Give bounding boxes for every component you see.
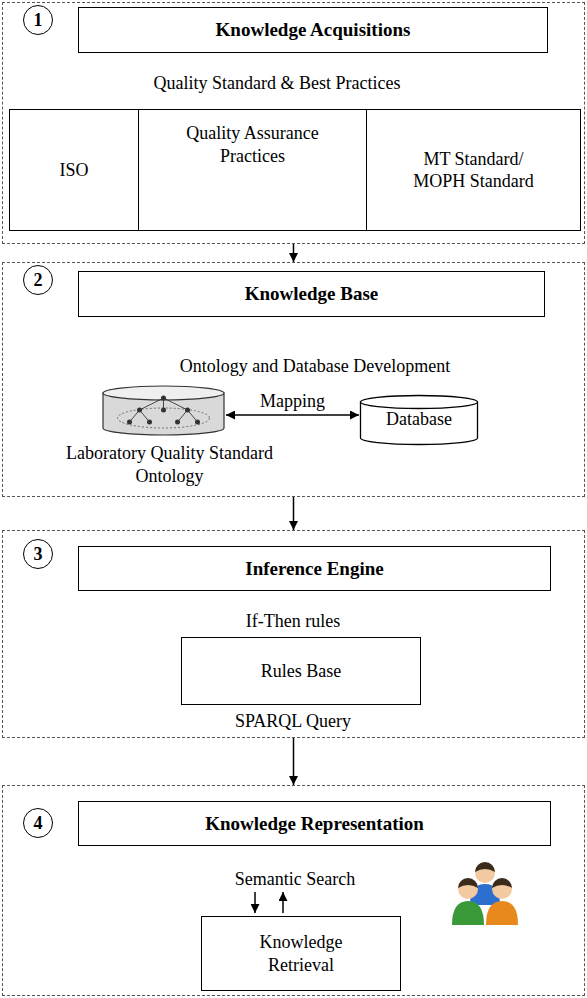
stage-title-box: Knowledge Representation bbox=[78, 801, 551, 846]
user-hair bbox=[458, 878, 478, 888]
user-hair bbox=[475, 862, 495, 872]
stage-panel: If-Then rulesSPARQL Query 3Inference Engi… bbox=[2, 530, 585, 738]
flow-arrow bbox=[293, 497, 295, 530]
process-box: MT Standard/ MOPH Standard bbox=[366, 109, 581, 231]
box-label: ISO bbox=[59, 159, 88, 182]
step-number: 2 bbox=[23, 265, 53, 295]
panel-caption: If-Then rules bbox=[246, 611, 340, 632]
user-head bbox=[492, 879, 512, 899]
stage-title-box: Knowledge Acquisitions bbox=[78, 7, 548, 53]
box-label: Knowledge Acquisitions bbox=[216, 18, 411, 42]
user-hair bbox=[492, 878, 512, 888]
tree-node bbox=[161, 408, 166, 413]
ontology-icon: Laboratory Quality Standard Ontology bbox=[101, 384, 226, 436]
process-box: Knowledge Retrieval bbox=[201, 916, 401, 991]
down-arrow bbox=[254, 892, 256, 913]
tree-node bbox=[161, 396, 166, 401]
database-cylinder: Database bbox=[359, 394, 479, 446]
up-arrow bbox=[282, 892, 284, 913]
step-number-text: 2 bbox=[34, 271, 43, 289]
ontology-cylinder bbox=[101, 384, 226, 436]
cylinder-top bbox=[361, 396, 478, 409]
stage-panel: Semantic Search 4 Knowledge Representation… bbox=[2, 785, 585, 996]
process-box: ISO bbox=[9, 109, 139, 231]
tree-node bbox=[195, 420, 200, 425]
user-head bbox=[458, 879, 478, 899]
step-number: 3 bbox=[23, 539, 53, 569]
icon-caption: Laboratory Quality Standard Ontology bbox=[45, 442, 295, 487]
tree-node bbox=[175, 420, 180, 425]
step-number-text: 3 bbox=[34, 545, 43, 563]
flow-arrow bbox=[226, 414, 359, 416]
step-number-text: 4 bbox=[34, 814, 43, 832]
stage-title-box: Knowledge Base bbox=[78, 271, 545, 317]
stage-panel: Quality Standard & Best Practices 1 Knowle… bbox=[2, 2, 585, 244]
process-box: Rules Base bbox=[181, 637, 421, 705]
user-body bbox=[486, 901, 518, 925]
box-label: Inference Engine bbox=[245, 557, 383, 581]
panel-caption: Ontology and Database Development bbox=[180, 356, 450, 377]
flow-arrow bbox=[293, 738, 295, 785]
box-label: Quality Assurance Practices bbox=[178, 122, 328, 167]
step-number-text: 1 bbox=[34, 11, 43, 29]
connector-label: Mapping bbox=[257, 391, 328, 412]
tree-node bbox=[127, 420, 132, 425]
tree-link bbox=[164, 398, 188, 410]
stage-panel: Ontology and Database Development 2Knowle… bbox=[2, 262, 585, 497]
process-box: Quality Assurance Practices bbox=[138, 109, 367, 231]
tree-node bbox=[185, 408, 190, 413]
flow-arrow bbox=[293, 244, 295, 262]
box-label: Knowledge Retrieval bbox=[241, 931, 361, 976]
panel-caption: Quality Standard & Best Practices bbox=[154, 73, 401, 94]
stage-title-box: Inference Engine bbox=[78, 546, 551, 591]
box-label: Rules Base bbox=[261, 660, 342, 683]
tree-node bbox=[147, 420, 152, 425]
box-label: Knowledge Base bbox=[245, 282, 379, 306]
panel-caption: Semantic Search bbox=[235, 869, 355, 890]
box-label: Knowledge Representation bbox=[205, 812, 424, 836]
tree-link bbox=[140, 398, 164, 410]
tree-node bbox=[137, 408, 142, 413]
cylinder-top bbox=[103, 386, 224, 400]
user-body bbox=[452, 901, 484, 925]
user-head bbox=[475, 863, 495, 883]
step-number: 4 bbox=[23, 808, 53, 838]
ontology-scope bbox=[118, 408, 210, 428]
panel-caption: SPARQL Query bbox=[235, 711, 351, 732]
cylinder-body bbox=[103, 393, 224, 435]
users-icon bbox=[452, 862, 518, 925]
step-number: 1 bbox=[23, 5, 53, 35]
box-label: MT Standard/ MOPH Standard bbox=[404, 148, 544, 193]
box-label: Database bbox=[386, 408, 452, 431]
